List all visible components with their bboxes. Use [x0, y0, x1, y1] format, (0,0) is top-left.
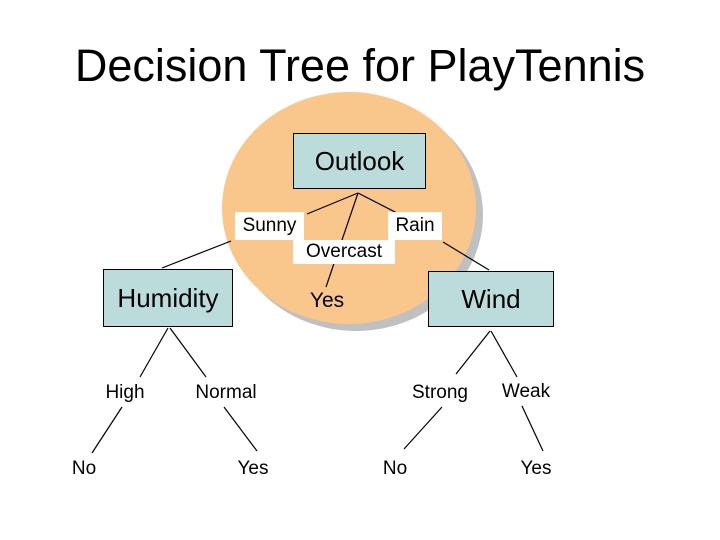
branch-label-normal: Normal: [195, 382, 257, 403]
edge-outlook-sunny: [306, 192, 359, 215]
edge-humidity-high: [139, 327, 169, 378]
edge-normal-yes: [223, 406, 258, 452]
branch-label-strong: Strong: [412, 382, 468, 403]
leaf-overcast-yes: Yes: [309, 289, 345, 312]
edge-wind-strong: [455, 330, 491, 375]
branch-label-weak: Weak: [501, 381, 551, 402]
edge-humidity-normal: [169, 327, 207, 378]
edge-weak-yes: [521, 405, 544, 452]
branch-label-sunny: Sunny: [235, 212, 304, 240]
branch-label-high: High: [105, 382, 145, 403]
node-outlook: Outlook: [293, 133, 426, 189]
node-wind: Wind: [428, 271, 554, 327]
edge-rain-wind: [442, 241, 490, 271]
leaf-weak-yes: Yes: [520, 458, 552, 479]
node-humidity: Humidity: [103, 269, 233, 327]
slide-title: Decision Tree for PlayTennis: [74, 40, 646, 91]
leaf-strong-no: No: [382, 458, 408, 479]
edge-sunny-humidity: [161, 240, 232, 269]
branch-label-rain: Rain: [388, 212, 442, 240]
edge-outlook-rain: [357, 192, 400, 215]
branch-label-overcast: Overcast: [293, 240, 395, 264]
leaf-high-no: No: [71, 458, 97, 479]
edge-high-no: [91, 406, 123, 454]
edge-wind-weak: [490, 330, 518, 378]
leaf-normal-yes: Yes: [237, 458, 269, 479]
edge-strong-no: [403, 406, 443, 450]
